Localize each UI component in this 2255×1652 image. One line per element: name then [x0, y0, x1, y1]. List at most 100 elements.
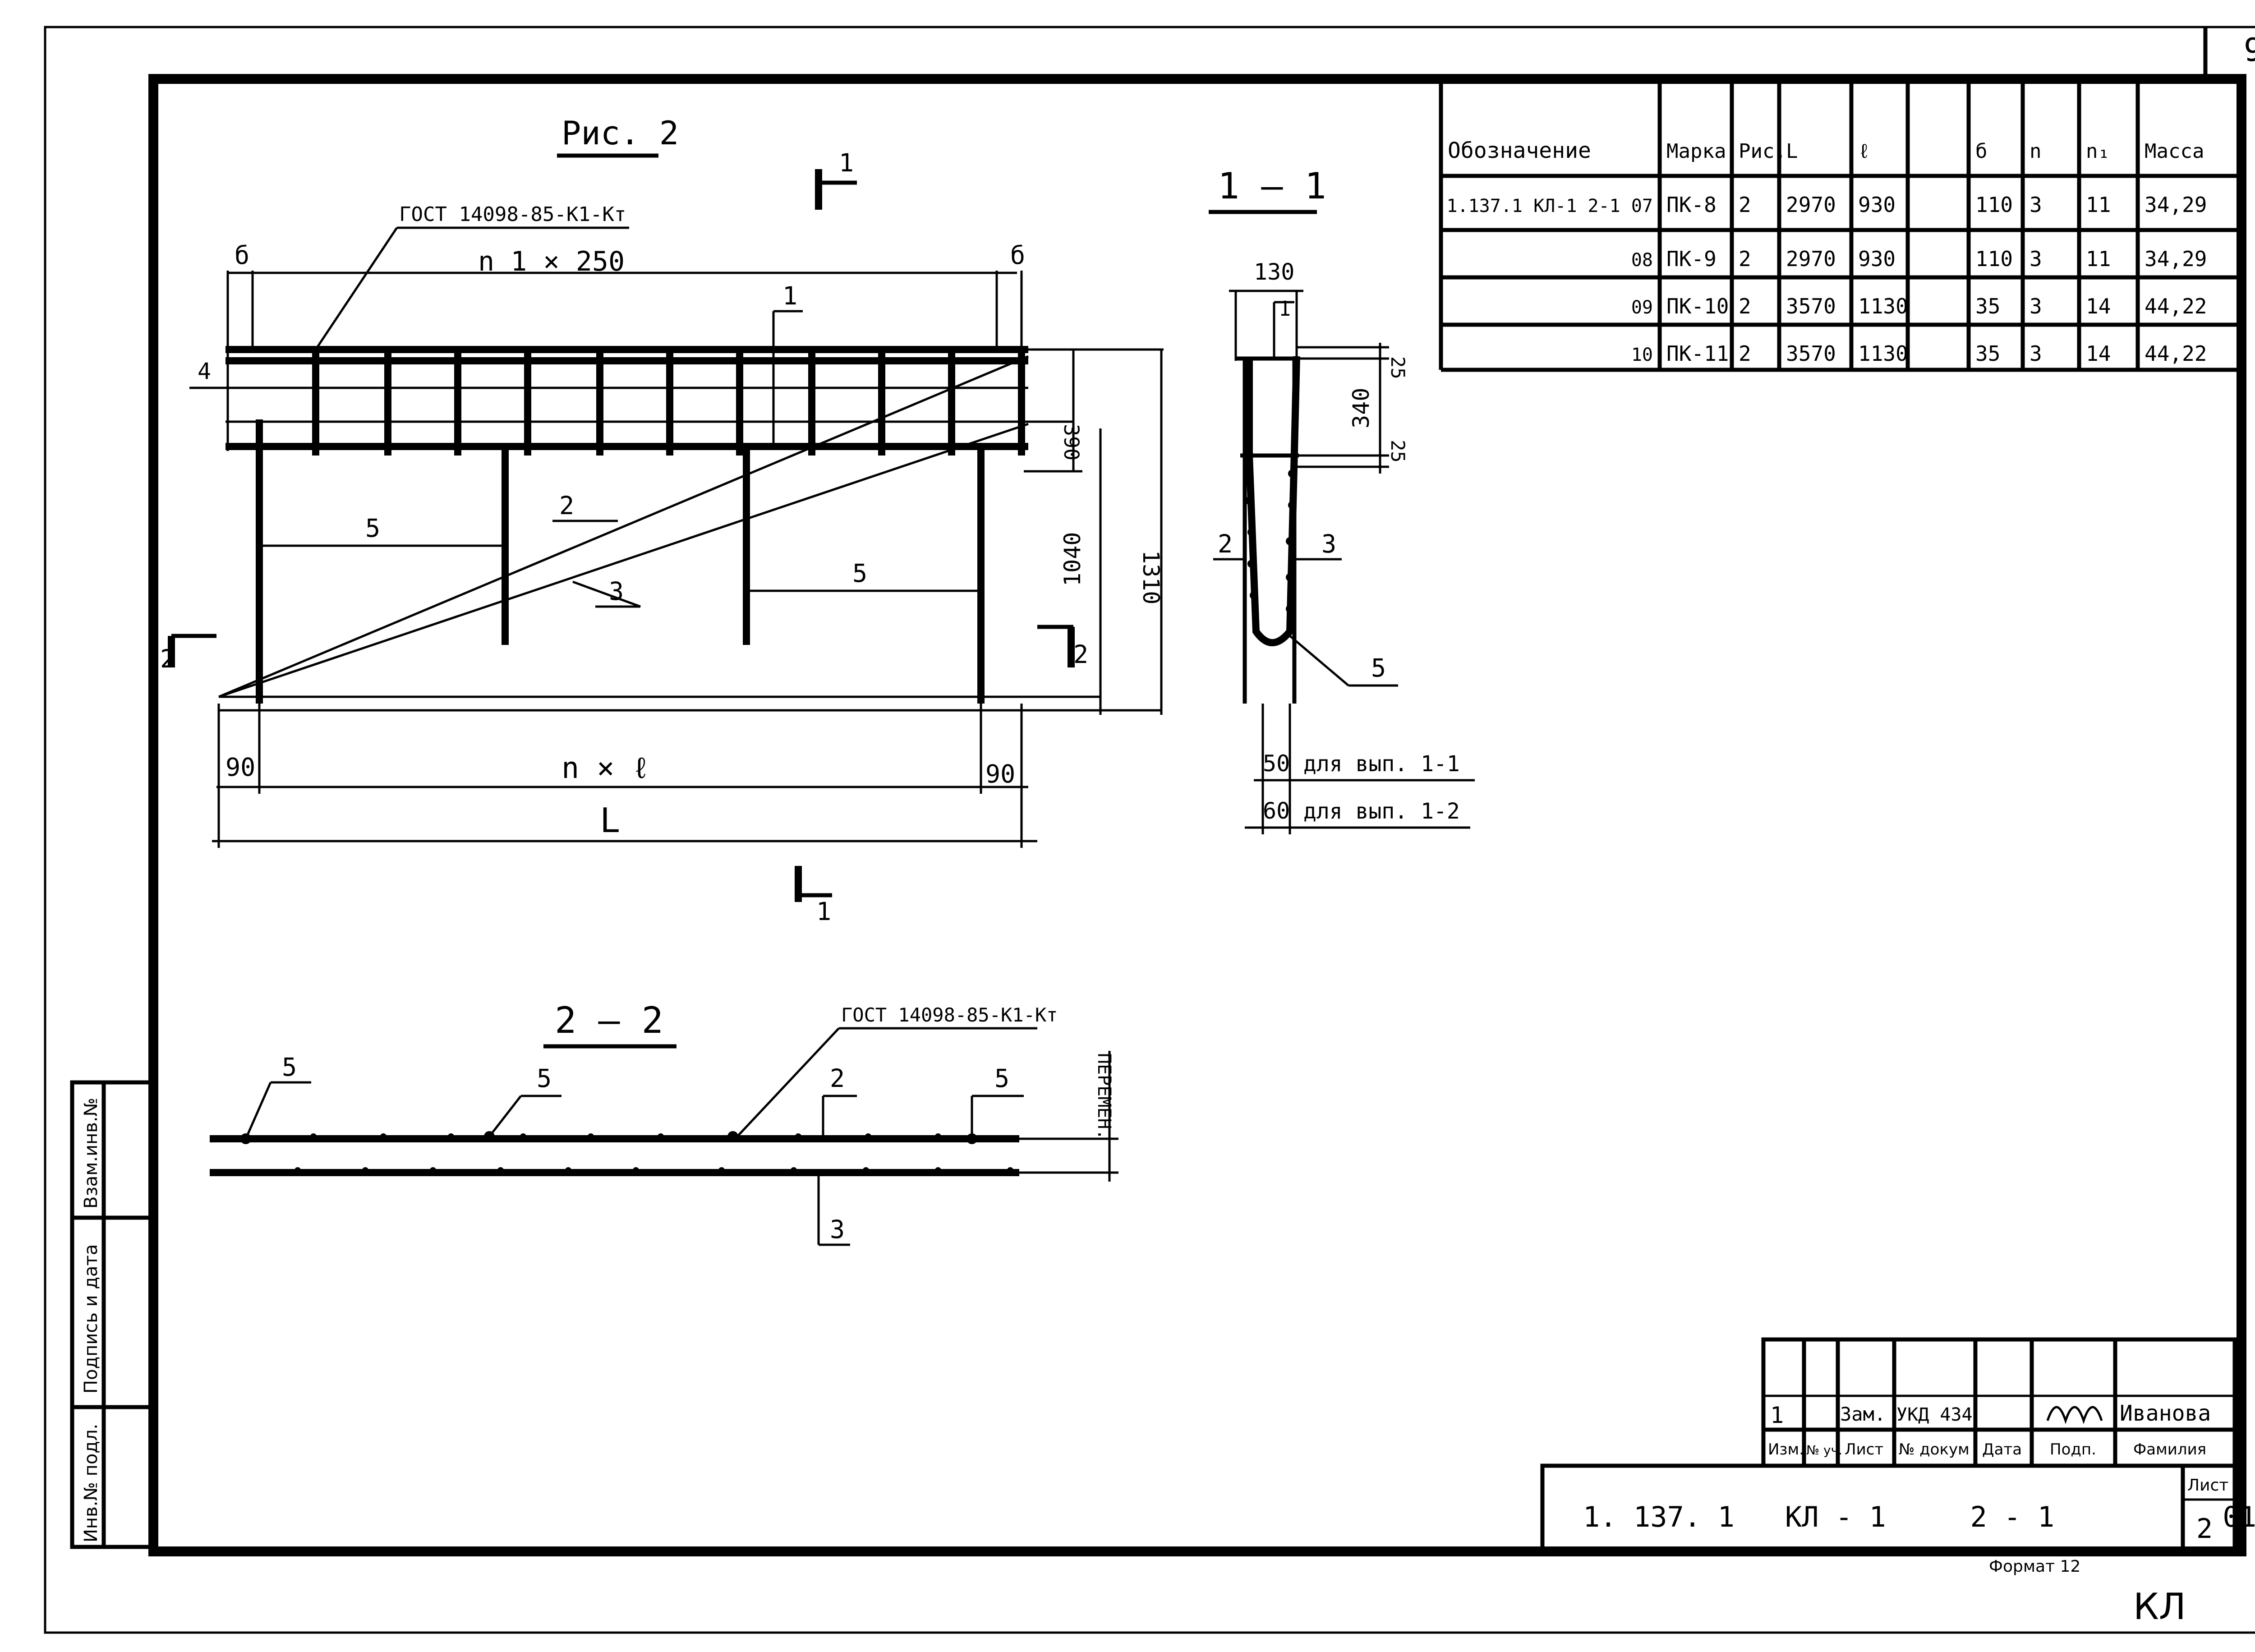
tb-col-date: Дата: [1982, 1440, 2022, 1459]
spec-cell: 2970: [1786, 247, 1836, 271]
tb-sheet-label: Лист: [2187, 1476, 2228, 1495]
note-60: для вып. 1-2: [1303, 799, 1460, 824]
spec-header-cell: Масса: [2145, 140, 2204, 163]
tb-col-sign: Подп.: [2050, 1440, 2096, 1459]
side-stamp-vzam: Взам.инв.№: [81, 1098, 101, 1209]
tb-col-doc: № докум: [1899, 1440, 1970, 1459]
figure-2: Рис. 2 1 ГОСТ 14098-85-К1-Кт n 1 × 250 б…: [160, 114, 1164, 926]
side-stamp: Взам.инв.№ Подпись и дата Инв.№ подл.: [70, 1080, 156, 1549]
spec-cell: 110: [1975, 247, 2013, 271]
title-block: 1 Зам. УКД 434 Иванова Изм. № уч. Лист №…: [1540, 1337, 2255, 1576]
spec-cell: 930: [1858, 193, 1896, 217]
spec-cell: 1130: [1858, 294, 1908, 318]
sec22-label-5b: 5: [537, 1064, 552, 1093]
sec11-label-1: 1: [1279, 297, 1291, 321]
spec-cell: 10: [1631, 345, 1653, 365]
fig2-label-2: 2: [559, 491, 574, 520]
spec-cell: 2: [1739, 193, 1751, 217]
spec-cell: 3: [2030, 341, 2042, 366]
dim-340: 340: [1348, 388, 1374, 428]
spec-cell: 3: [2030, 294, 2042, 318]
spec-cell: 11: [2086, 193, 2111, 217]
spec-cell: 11: [2086, 247, 2111, 271]
spec-cell: 34,29: [2145, 247, 2207, 271]
spec-cell: 2: [1739, 341, 1751, 366]
spec-cell: 3570: [1786, 341, 1836, 366]
spec-header-cell: б: [1975, 140, 1988, 163]
spec-cell: 44,22: [2145, 294, 2207, 318]
spec-cell: 3: [2030, 193, 2042, 217]
sec22-label-5c: 5: [994, 1064, 1009, 1093]
sec11-label-3: 3: [1321, 529, 1336, 558]
tb-rev-type: Зам.: [1840, 1403, 1886, 1425]
spec-cell: 35: [1975, 294, 2000, 318]
fig2-label-5-right: 5: [852, 559, 867, 588]
spec-cell: 3: [2030, 247, 2042, 271]
spec-cell: 44,22: [2145, 341, 2207, 366]
spec-cell: 08: [1631, 250, 1653, 271]
spec-cell: 3570: [1786, 294, 1836, 318]
tb-sheet-no: 2: [2196, 1513, 2213, 1545]
note-50: для вып. 1-1: [1303, 751, 1460, 777]
tb-format: Формат 12: [1989, 1557, 2080, 1576]
spec-cell: 2: [1739, 247, 1751, 271]
spec-header-cell: n: [2030, 140, 2042, 163]
section-1-1-title: 1 — 1: [1218, 165, 1326, 207]
spec-cell: ПК-10: [1666, 294, 1729, 318]
section-mark-1-bottom: 1: [816, 897, 831, 926]
sec22-label-5a: 5: [282, 1053, 297, 1081]
outer-border: [44, 26, 2255, 1634]
spec-cell: 110: [1975, 193, 2013, 217]
tb-signature: [2046, 1406, 2103, 1424]
dim-1040: 1040: [1059, 532, 1086, 586]
tb-doc-no: УКД 434: [1896, 1404, 1973, 1425]
section-mark-2-left: 2: [160, 644, 175, 673]
spec-cell: 14: [2086, 294, 2111, 318]
spec-cell: ПК-9: [1666, 247, 1717, 271]
dim-390: 390: [1059, 424, 1083, 460]
tb-designation: 1. 137. 1 КЛ - 1 2 - 1 0106: [1583, 1500, 2255, 1533]
section-mark-2-right: 2: [1073, 640, 1088, 669]
dim-L: L: [600, 801, 620, 840]
inner-frame: [148, 74, 2246, 1556]
section-mark-1-top: 1: [839, 148, 854, 177]
spec-cell: 09: [1631, 297, 1653, 318]
fig2-label-3: 3: [609, 577, 624, 606]
spec-cell: 2970: [1786, 193, 1836, 217]
dim-delta-left: б: [235, 241, 249, 270]
tb-col-list: Лист: [1845, 1440, 1883, 1459]
dim-60: 60: [1263, 798, 1290, 824]
section-2-2-title: 2 — 2: [555, 999, 663, 1041]
sec22-label-2: 2: [830, 1064, 845, 1093]
section-1-1: 1 — 1 130 1 25 340 25 2: [1209, 165, 1475, 834]
tb-rev: 1: [1770, 1402, 1784, 1428]
corner-mark: КЛ: [2133, 1586, 2186, 1628]
sec22-gost-label: ГОСТ 14098-85-К1-Кт: [841, 1004, 1058, 1026]
spec-cell: 1.137.1 КЛ-1 2-1 07: [1446, 196, 1653, 216]
spec-cell: 34,29: [2145, 193, 2207, 217]
spec-header-cell: Рис.: [1739, 140, 1786, 163]
fig2-gost-label: ГОСТ 14098-85-К1-Кт: [399, 203, 626, 226]
tb-col-nuch: № уч.: [1806, 1443, 1842, 1458]
dim-90-right: 90: [985, 759, 1015, 788]
sec11-label-5: 5: [1371, 653, 1386, 682]
spec-cell: 1130: [1858, 341, 1908, 366]
sec22-pereмen: ПЕРЕМЕН.: [1094, 1053, 1114, 1140]
fig2-label-5-left: 5: [365, 514, 380, 543]
tb-surname: Иванова: [2120, 1401, 2211, 1426]
fig2-label-4: 4: [198, 358, 211, 384]
spec-header-cell: Обозначение: [1448, 138, 1591, 163]
dim-50: 50: [1263, 750, 1290, 777]
dim-delta-right: б: [1010, 241, 1025, 270]
section-2-2: 2 — 2 ГОСТ 14098-85-К1-Кт 5 5: [210, 999, 1118, 1246]
dim-1310: 1310: [1138, 550, 1164, 604]
spec-cell: 930: [1858, 247, 1896, 271]
dim-25-bot: 25: [1387, 440, 1409, 463]
tb-col-name: Фамилия: [2133, 1440, 2206, 1459]
spec-cell: 14: [2086, 341, 2111, 366]
dim-n1x250: n 1 × 250: [478, 246, 625, 277]
dim-25-top: 25: [1387, 356, 1409, 379]
dim-n-x-l: n × ℓ: [561, 751, 650, 785]
